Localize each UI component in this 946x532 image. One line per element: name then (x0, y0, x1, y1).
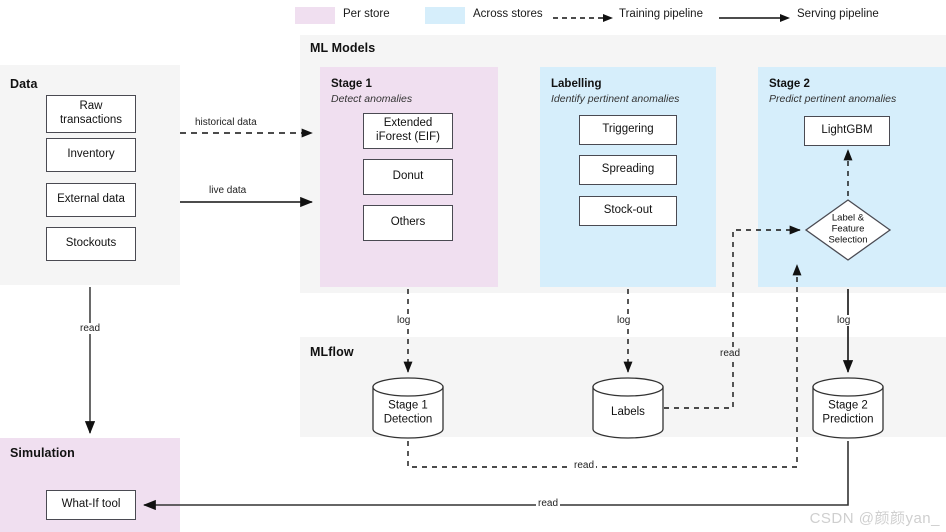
legend-label-serving-pipeline: Serving pipeline (797, 8, 879, 20)
legend-label-training-pipeline: Training pipeline (619, 8, 703, 20)
edge-label-live-data: live data (207, 185, 249, 196)
panel-labelling-caption: Identify pertinent anomalies (551, 93, 680, 105)
legend-label-per-store: Per store (343, 8, 390, 20)
legend-solid-arrow-icon (719, 14, 790, 22)
edge-label-log-stage1: log (395, 315, 413, 326)
node-lightgbm[interactable]: LightGBM (804, 116, 890, 146)
panel-stage2-title: Stage 2 (769, 78, 810, 90)
panel-stage1-caption: Detect anomalies (331, 93, 413, 105)
panel-labelling-title: Labelling (551, 78, 602, 90)
legend-swatch-per-store (295, 7, 335, 24)
node-raw-transactions[interactable]: Raw transactions (46, 95, 136, 133)
edge-label-read-stage1-to-stage2: read (572, 460, 597, 471)
edge-label-log-stage2: log (835, 315, 853, 326)
node-donut[interactable]: Donut (363, 159, 453, 195)
edge-read-prediction-to-simulation (143, 441, 849, 511)
edge-label-read-prediction-to-simulation: read (536, 498, 561, 509)
cylinder-shape-icon (592, 377, 664, 439)
node-inventory[interactable]: Inventory (46, 138, 136, 172)
node-spreading[interactable]: Spreading (579, 155, 677, 185)
cylinder-shape-icon (372, 377, 444, 439)
legend-dashed-arrow-icon (553, 14, 613, 22)
node-stock-out[interactable]: Stock-out (579, 196, 677, 226)
node-others[interactable]: Others (363, 205, 453, 241)
node-external-data[interactable]: External data (46, 183, 136, 217)
edge-label-read-data-to-simulation: read (78, 323, 103, 334)
panel-stage1-title: Stage 1 (331, 78, 372, 90)
legend: Per store Across stores Training pipelin… (295, 3, 879, 27)
watermark: CSDN @颜颜yan_ (809, 510, 940, 527)
panel-stage2-caption: Predict pertinent anomalies (769, 93, 897, 105)
panel-mlflow-title: MLflow (310, 345, 354, 359)
legend-label-across-stores: Across stores (473, 8, 543, 20)
node-what-if-tool[interactable]: What-If tool (46, 490, 136, 520)
panel-ml-models-title: ML Models (310, 41, 376, 55)
edge-label-read-labels-to-diamond: read (718, 348, 743, 359)
legend-swatch-across-stores (425, 7, 465, 24)
edge-read-stage1-to-stage2 (407, 264, 802, 468)
store-labels[interactable]: Labels (592, 377, 664, 439)
edge-label-historical-data: historical data (193, 117, 259, 128)
edge-label-log-labels: log (615, 315, 633, 326)
diamond-shape-icon (804, 199, 892, 261)
panel-simulation-title: Simulation (10, 446, 75, 460)
edge-read-labels-to-diamond (664, 225, 801, 409)
cylinder-shape-icon (812, 377, 884, 439)
node-triggering[interactable]: Triggering (579, 115, 677, 145)
node-extended-iforest[interactable]: Extended iForest (EIF) (363, 113, 453, 149)
node-stockouts[interactable]: Stockouts (46, 227, 136, 261)
panel-data-title: Data (10, 77, 38, 91)
